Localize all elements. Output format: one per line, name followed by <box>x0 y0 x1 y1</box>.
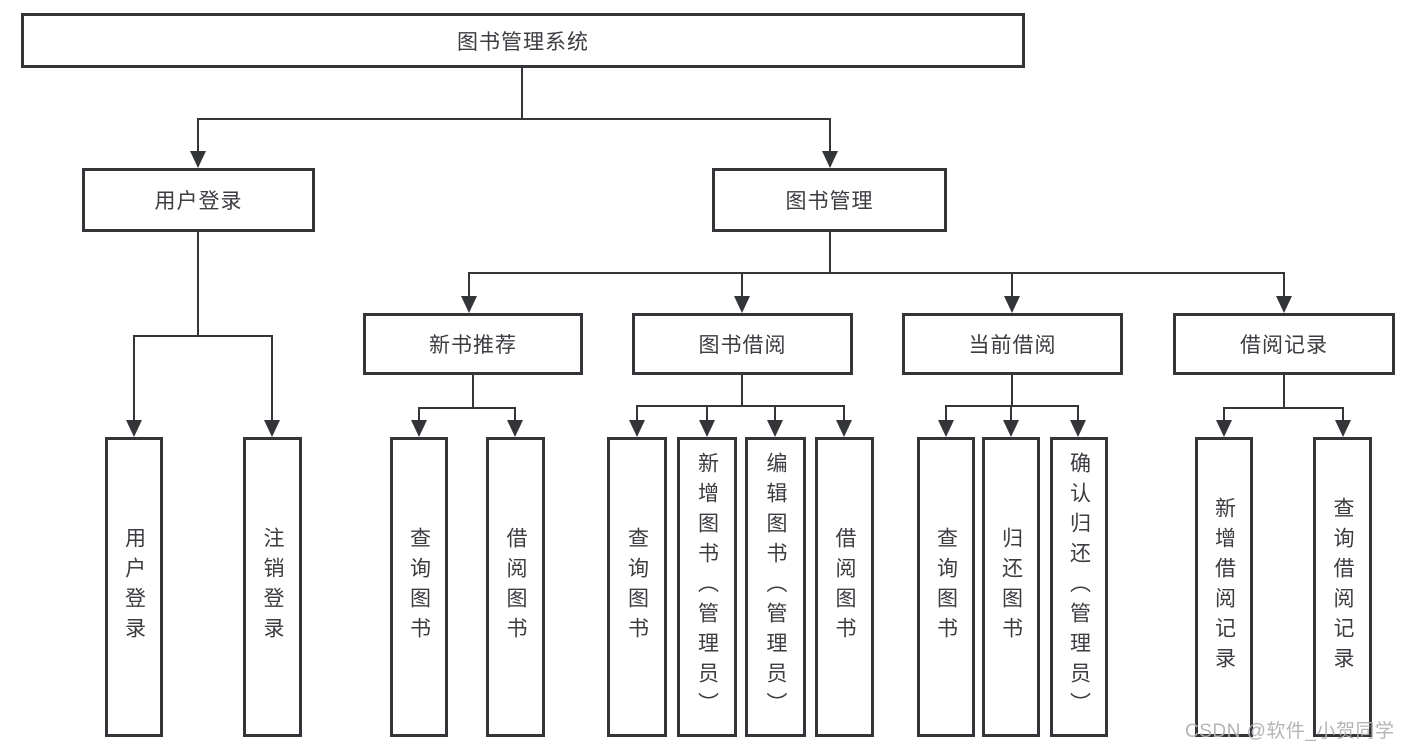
connector-line <box>706 405 708 423</box>
node-new-book-recommendation-label: 新书推荐 <box>429 334 517 357</box>
arrowhead-down-icon <box>1276 296 1292 313</box>
connector-line <box>945 405 947 423</box>
arrowhead-down-icon <box>126 420 142 437</box>
node-user-login: 用户登录 <box>82 168 315 232</box>
connector-line <box>197 232 199 337</box>
leaf-add-borrow-record-label: 新增借阅记录 <box>1212 497 1236 677</box>
leaf-query-borrow-record: 查询借阅记录 <box>1313 437 1372 737</box>
leaf-query-books-current-label: 查询图书 <box>934 527 958 647</box>
arrowhead-down-icon <box>836 420 852 437</box>
connector-line <box>197 118 199 152</box>
leaf-query-borrow-record-label: 查询借阅记录 <box>1331 497 1354 677</box>
node-book-borrowing: 图书借阅 <box>632 313 853 375</box>
csdn-watermark: CSDN @软件_小贺同学 <box>1185 721 1395 742</box>
connector-line <box>945 405 1079 407</box>
node-current-borrowing: 当前借阅 <box>902 313 1123 375</box>
connector-line <box>843 405 845 423</box>
leaf-logout-label: 注销登录 <box>261 527 284 647</box>
connector-line <box>472 375 474 409</box>
leaf-confirm-return-admin-label: 确认归还（管理员） <box>1067 452 1091 722</box>
leaf-borrow-books-label: 借阅图书 <box>833 527 856 647</box>
leaf-borrow-books-recommend-label: 借阅图书 <box>504 527 527 647</box>
connector-line <box>468 272 1285 274</box>
connector-line <box>1283 375 1285 409</box>
connector-line <box>1223 407 1343 409</box>
connector-line <box>1342 407 1344 423</box>
arrowhead-down-icon <box>411 420 427 437</box>
connector-line <box>1011 272 1013 298</box>
connector-line <box>468 272 470 298</box>
leaf-user-login-label: 用户登录 <box>122 527 146 647</box>
connector-line <box>514 407 516 423</box>
leaf-logout: 注销登录 <box>243 437 302 737</box>
arrowhead-down-icon <box>1216 420 1232 437</box>
node-book-management-label: 图书管理 <box>785 190 874 213</box>
connector-line <box>1223 407 1225 423</box>
node-borrowing-records: 借阅记录 <box>1173 313 1395 375</box>
connector-line <box>741 272 743 298</box>
connector-line <box>1010 405 1012 423</box>
connector-line <box>636 405 638 423</box>
arrowhead-down-icon <box>629 420 645 437</box>
connector-line <box>829 118 831 152</box>
arrowhead-down-icon <box>190 151 206 168</box>
node-book-borrowing-label: 图书借阅 <box>698 334 787 357</box>
node-new-book-recommendation: 新书推荐 <box>363 313 583 375</box>
connector-line <box>418 407 420 423</box>
leaf-add-books-admin: 新增图书（管理员） <box>677 437 737 737</box>
leaf-borrow-books: 借阅图书 <box>815 437 874 737</box>
leaf-query-books-borrowing: 查询图书 <box>607 437 667 737</box>
connector-line <box>521 68 523 120</box>
node-root-label: 图书管理系统 <box>457 30 589 54</box>
arrowhead-down-icon <box>461 296 477 313</box>
node-user-login-label: 用户登录 <box>154 190 243 213</box>
arrowhead-down-icon <box>767 420 783 437</box>
connector-line <box>1283 272 1285 298</box>
connector-line <box>197 118 831 120</box>
connector-line <box>418 407 516 409</box>
leaf-query-books-current: 查询图书 <box>917 437 975 737</box>
node-borrowing-records-label: 借阅记录 <box>1240 334 1328 357</box>
connector-line <box>1077 405 1079 423</box>
arrowhead-down-icon <box>264 420 280 437</box>
connector-line <box>271 335 273 422</box>
arrowhead-down-icon <box>1003 420 1019 437</box>
arrowhead-down-icon <box>699 420 715 437</box>
leaf-add-borrow-record: 新增借阅记录 <box>1195 437 1253 737</box>
leaf-query-books-borrowing-label: 查询图书 <box>625 527 649 647</box>
connector-line <box>741 375 743 407</box>
leaf-query-books-recommend: 查询图书 <box>390 437 448 737</box>
arrowhead-down-icon <box>1070 420 1086 437</box>
leaf-edit-books-admin-label: 编辑图书（管理员） <box>764 452 787 722</box>
node-current-borrowing-label: 当前借阅 <box>968 334 1057 357</box>
arrowhead-down-icon <box>822 151 838 168</box>
connector-line <box>774 405 776 423</box>
leaf-return-books: 归还图书 <box>982 437 1040 737</box>
arrowhead-down-icon <box>1335 420 1351 437</box>
connector-line <box>829 232 831 274</box>
connector-line <box>1011 375 1013 407</box>
leaf-user-login: 用户登录 <box>105 437 163 737</box>
leaf-return-books-label: 归还图书 <box>999 527 1023 647</box>
leaf-add-books-admin-label: 新增图书（管理员） <box>695 452 719 722</box>
arrowhead-down-icon <box>507 420 523 437</box>
node-root: 图书管理系统 <box>21 13 1025 68</box>
arrowhead-down-icon <box>938 420 954 437</box>
connector-line <box>133 335 135 422</box>
leaf-edit-books-admin: 编辑图书（管理员） <box>745 437 806 737</box>
arrowhead-down-icon <box>734 296 750 313</box>
leaf-borrow-books-recommend: 借阅图书 <box>486 437 545 737</box>
arrowhead-down-icon <box>1004 296 1020 313</box>
leaf-query-books-recommend-label: 查询图书 <box>407 527 431 647</box>
connector-line <box>636 405 845 407</box>
leaf-confirm-return-admin: 确认归还（管理员） <box>1050 437 1108 737</box>
node-book-management: 图书管理 <box>712 168 947 232</box>
connector-line <box>133 335 273 337</box>
